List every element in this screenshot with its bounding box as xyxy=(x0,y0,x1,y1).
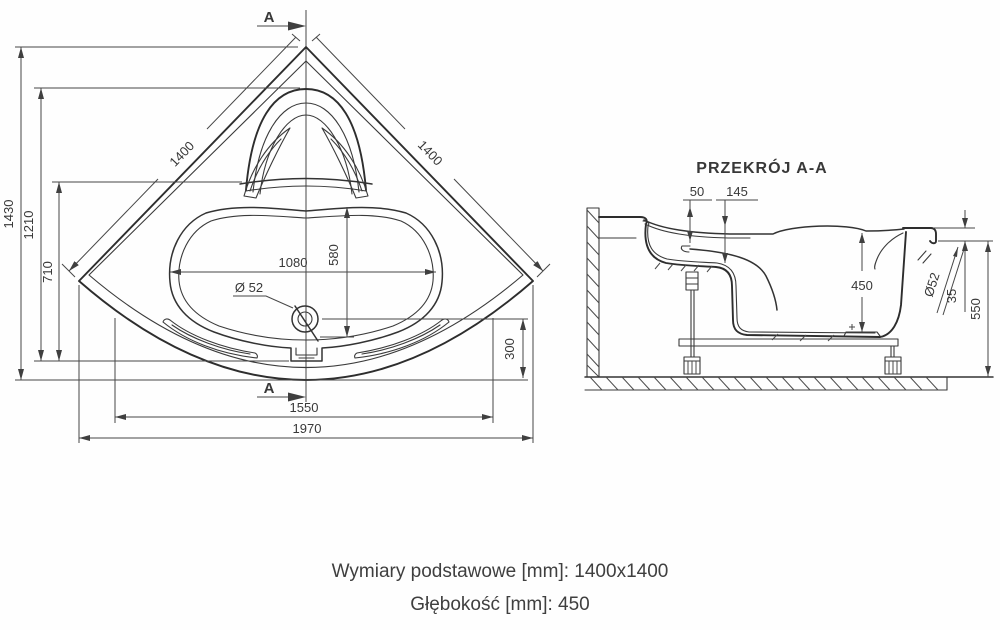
section-markers: A A xyxy=(257,9,306,402)
dim-label-drain-plan: Ø 52 xyxy=(235,280,263,295)
section-marker-a-top: A xyxy=(264,9,275,26)
drain xyxy=(291,305,319,342)
drain-leader xyxy=(233,295,294,309)
section-dimension-labels: 50 145 450 Ø52 35 550 xyxy=(690,184,983,320)
dim-line-1400-left-a xyxy=(206,36,297,130)
dim-label-145: 145 xyxy=(726,184,748,199)
dim-label-35: 35 xyxy=(944,289,959,303)
dim-label-550: 550 xyxy=(968,298,983,320)
section-view: PRZEKRÓJ A-A xyxy=(584,158,994,391)
plan-dimension-labels: 1430 1210 710 1400 1400 1080 580 Ø 52 30… xyxy=(1,137,517,436)
drain-outer-circle xyxy=(291,305,319,333)
plan-extension-lines xyxy=(15,46,551,443)
caption-basic-dimensions: Wymiary podstawowe [mm]: 1400x1400 xyxy=(331,561,669,582)
leg-foot-right xyxy=(884,356,902,375)
wall xyxy=(586,207,600,378)
dim-label-710: 710 xyxy=(40,261,55,283)
dim-label-1970: 1970 xyxy=(293,421,322,436)
dim-label-50: 50 xyxy=(690,184,704,199)
dim-label-1430: 1430 xyxy=(1,200,16,229)
leg-bracket-left xyxy=(685,271,699,291)
section-marker-a-bottom: A xyxy=(264,380,275,397)
leg-foot-left xyxy=(683,356,701,375)
dim-label-580: 580 xyxy=(326,244,341,266)
dim-label-300: 300 xyxy=(502,338,517,360)
dim-line-1400-left-b xyxy=(68,178,159,272)
armrest-wing-upper-left xyxy=(243,127,291,199)
overflow-pipe-line-2 xyxy=(942,248,965,316)
drain-inner-circle xyxy=(297,311,313,327)
overflow-pipe-line-1 xyxy=(936,246,959,314)
dim-line-1400-right-b xyxy=(453,178,544,272)
tub-section-profile xyxy=(598,216,937,342)
drain-diagonal xyxy=(294,305,319,342)
section-dimension-arrows xyxy=(687,207,991,376)
support-frame xyxy=(678,271,902,375)
caption-depth: Głębokość [mm]: 450 xyxy=(410,594,590,615)
section-title: PRZEKRÓJ A-A xyxy=(696,158,827,177)
plan-view: A A 1430 1210 710 1400 1400 1080 580 Ø 5… xyxy=(1,9,551,443)
plan-dimension-lines xyxy=(18,33,544,441)
headrest-arcs xyxy=(245,88,367,195)
overflow-notch xyxy=(295,347,318,359)
dim-label-1210: 1210 xyxy=(21,211,36,240)
dim-label-drain-section: Ø52 xyxy=(921,271,943,299)
section-dimension-lines xyxy=(683,199,993,377)
armrest-wing-lower-right xyxy=(354,318,450,359)
dim-label-450: 450 xyxy=(851,278,873,293)
dim-label-1080: 1080 xyxy=(279,255,308,270)
basin-outline xyxy=(168,206,444,362)
armrest-wing-upper-right xyxy=(321,127,369,199)
dim-line-1400-right-a xyxy=(315,36,406,130)
floor xyxy=(584,376,994,391)
dim-label-1550: 1550 xyxy=(290,400,319,415)
tub-inner-rim xyxy=(88,60,524,368)
armrest-wing-lower-left xyxy=(162,318,258,359)
